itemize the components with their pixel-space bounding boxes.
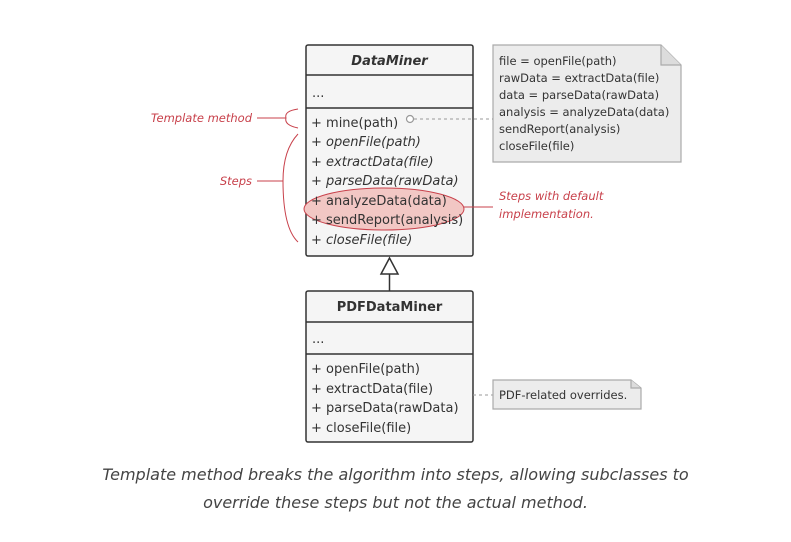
class-dataminer-name: DataMiner xyxy=(351,54,429,69)
method-mine: + mine(path) xyxy=(311,116,398,131)
method-openfile-override: + openFile(path) xyxy=(311,362,420,377)
annotation-steps-label: Steps xyxy=(220,174,252,188)
method-closefile-override: + closeFile(file) xyxy=(311,421,411,436)
note-line: rawData = extractData(file) xyxy=(499,71,659,85)
note-overrides-fold xyxy=(630,380,641,389)
figure-caption-line-2: override these steps but not the actual … xyxy=(203,493,588,512)
default-steps-highlight xyxy=(303,187,465,231)
note-line: analysis = analyzeData(data) xyxy=(499,105,669,119)
inheritance-arrow-head xyxy=(379,256,400,275)
note-mine-body-shape xyxy=(492,44,682,163)
annotation-default-impl: Steps with default implementation. xyxy=(464,189,604,221)
note-line: file = openFile(path) xyxy=(499,54,617,68)
note-line: data = parseData(rawData) xyxy=(499,88,659,102)
note-mine-anchor-dot xyxy=(405,114,415,124)
annotation-template-method-label: Template method xyxy=(151,111,253,125)
class-pdfdataminer-name: PDFDataMiner xyxy=(337,300,443,315)
annotation-steps: Steps xyxy=(220,133,299,243)
note-overrides-shape xyxy=(492,379,642,410)
class-dataminer: DataMiner ... + mine(path) + openFile(pa… xyxy=(303,44,474,257)
method-analyzedata: + analyzeData(data) xyxy=(311,194,447,209)
note-mine-body-fold xyxy=(660,45,681,66)
class-pdfdataminer-box xyxy=(305,290,474,443)
note-mine-body: file = openFile(path) rawData = extractD… xyxy=(492,44,682,163)
method-parsedata: + parseData(rawData) xyxy=(311,174,459,189)
template-method-diagram: DataMiner ... + mine(path) + openFile(pa… xyxy=(151,44,682,443)
annotation-default-impl-line-2: implementation. xyxy=(499,207,594,221)
class-pdfdataminer: PDFDataMiner ... + openFile(path) + extr… xyxy=(305,290,474,443)
figure-caption-line-1: Template method breaks the algorithm int… xyxy=(102,465,689,484)
annotation-default-impl-line-1: Steps with default xyxy=(499,189,604,203)
annotation-template-method-brace xyxy=(285,108,299,129)
class-dataminer-fields: ... xyxy=(312,86,324,101)
method-parsedata-override: + parseData(rawData) xyxy=(311,401,459,416)
annotation-template-method: Template method xyxy=(151,108,299,129)
note-line: closeFile(file) xyxy=(499,139,574,153)
method-closefile: + closeFile(file) xyxy=(311,233,412,248)
inheritance-arrow xyxy=(379,256,400,291)
method-openfile: + openFile(path) xyxy=(311,135,421,150)
method-extractdata-override: + extractData(file) xyxy=(311,382,433,397)
method-extractdata: + extractData(file) xyxy=(311,155,434,170)
note-line: sendReport(analysis) xyxy=(499,122,620,136)
note-overrides-text: PDF-related overrides. xyxy=(499,388,627,402)
figure-caption: Template method breaks the algorithm int… xyxy=(0,461,791,517)
note-overrides: PDF-related overrides. xyxy=(473,379,642,410)
method-sendreport: + sendReport(analysis) xyxy=(311,213,463,228)
class-pdfdataminer-fields: ... xyxy=(312,332,324,347)
annotation-steps-brace xyxy=(282,133,299,243)
